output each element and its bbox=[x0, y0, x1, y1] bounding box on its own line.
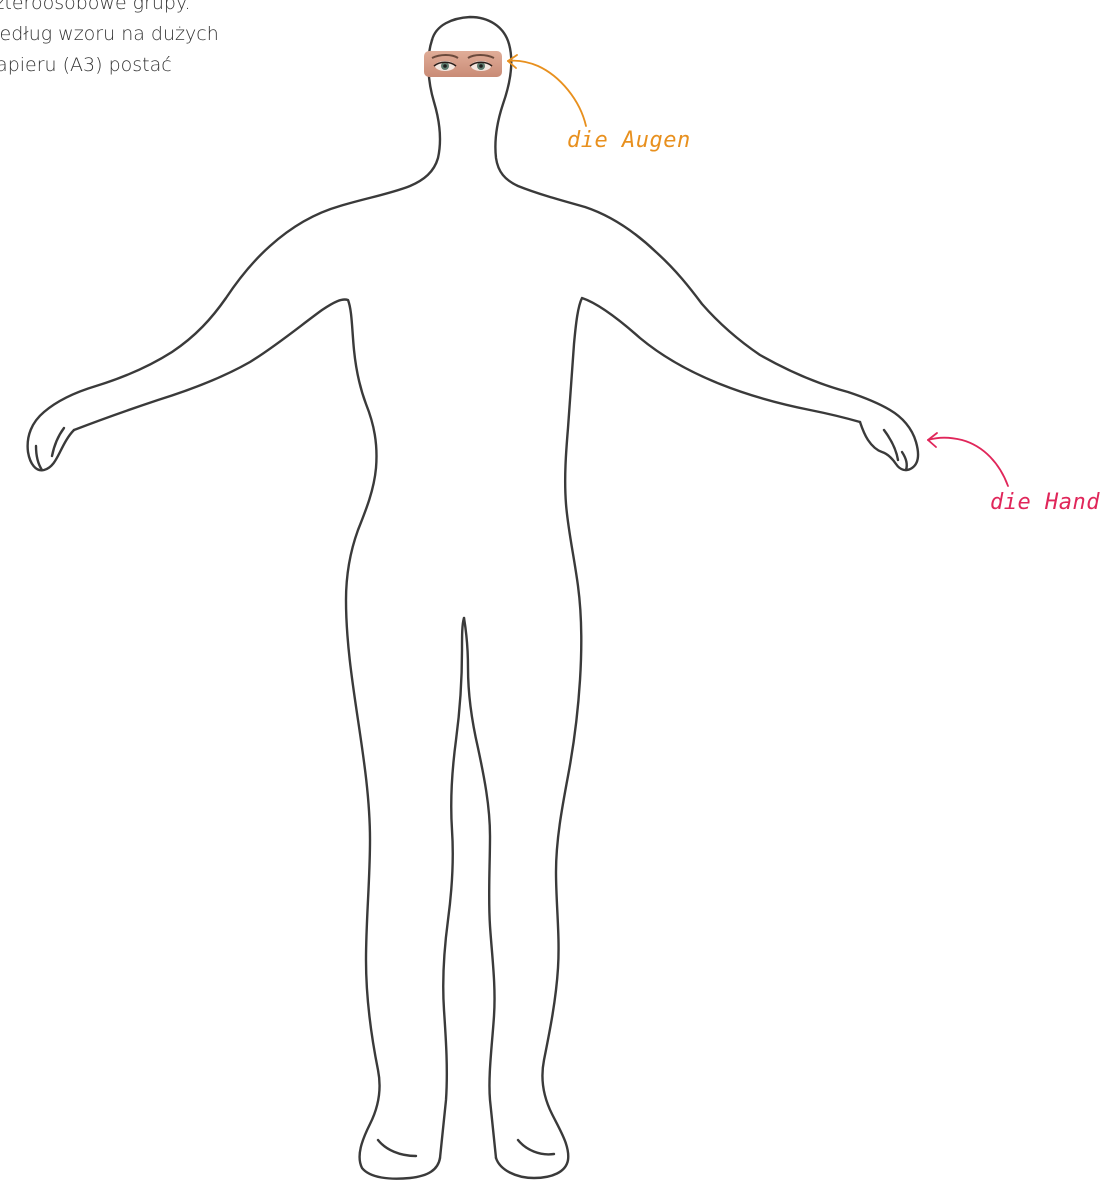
label-die-hand: die Hand bbox=[990, 490, 1100, 515]
eyes-photo-icon bbox=[424, 51, 502, 77]
human-body-outline-icon bbox=[28, 17, 918, 1179]
augen-arrow bbox=[508, 55, 586, 126]
label-die-augen: die Augen bbox=[567, 128, 691, 153]
hand-arrow bbox=[928, 433, 1008, 486]
